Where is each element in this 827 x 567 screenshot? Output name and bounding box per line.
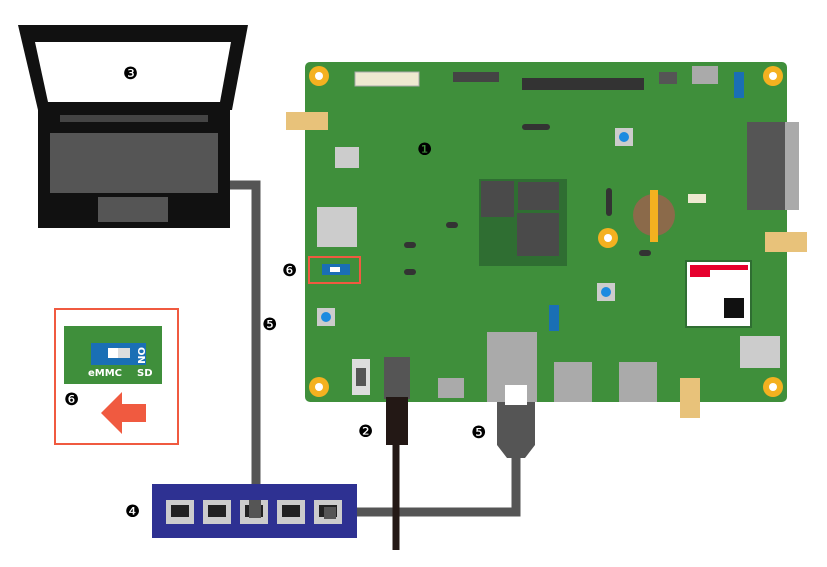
power-jack (384, 357, 410, 399)
callout-2: ❷ (358, 422, 373, 442)
board (286, 62, 807, 418)
on-label: ON (135, 347, 146, 364)
arrow-left-icon (101, 392, 146, 434)
boot-switch-highlight (308, 256, 361, 284)
callout-5-right: ❺ (471, 423, 486, 443)
sd-label: SD (137, 368, 153, 379)
lan-cable-board (330, 440, 521, 517)
power-plug (386, 397, 408, 445)
callout-5-left: ❺ (262, 315, 277, 335)
callout-1: ❶ (417, 140, 432, 160)
emmc-label: eMMC (88, 368, 122, 379)
callout-3: ❸ (123, 64, 138, 84)
callout-4: ❹ (125, 502, 140, 522)
lan-plug (497, 402, 535, 458)
boot-switch-inset: eMMC SD ON (54, 308, 179, 445)
callout-6-board: ❻ (282, 261, 297, 281)
callout-6-inset: ❻ (64, 390, 79, 410)
lan-cable-pc (228, 180, 261, 510)
laptop (18, 25, 248, 228)
